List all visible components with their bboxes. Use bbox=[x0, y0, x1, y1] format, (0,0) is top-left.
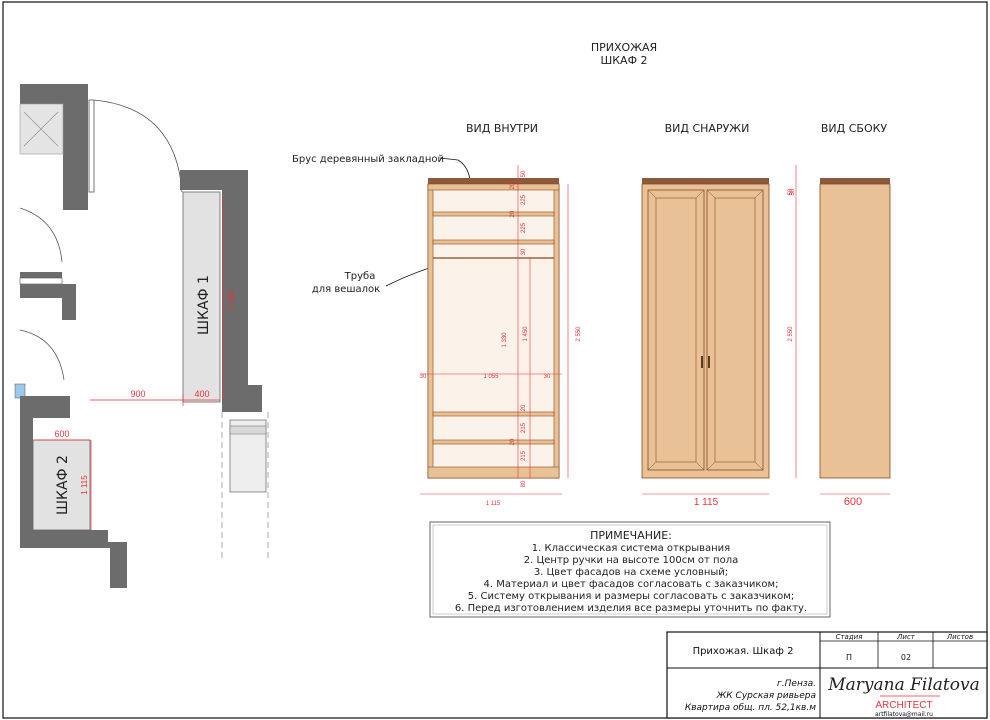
wardrobe-2-plan bbox=[32, 439, 91, 531]
inside-dim-1055: 1 055 bbox=[483, 374, 499, 380]
plan-dim-400: 400 bbox=[194, 389, 209, 399]
callout-beam: Брус деревянный закладной bbox=[292, 154, 444, 165]
stage-label: Стадия bbox=[836, 633, 863, 641]
side-beam bbox=[820, 178, 890, 184]
notes-box bbox=[429, 521, 831, 618]
inside-beam bbox=[428, 178, 559, 184]
view-outside-title: ВИД СНАРУЖИ bbox=[665, 122, 750, 135]
sheet-title-line1: ПРИХОЖАЯ bbox=[591, 41, 657, 54]
floor-plan: ШКАФ 1 2 200 ШКАФ 2 600 1 115 900 400 bbox=[14, 84, 269, 588]
inside-dim-b-80: 80 bbox=[521, 480, 527, 487]
shelf bbox=[432, 439, 555, 445]
wardrobe-2-label: ШКАФ 2 bbox=[55, 455, 71, 515]
plan-dim-1115: 1 115 bbox=[80, 475, 89, 495]
address-line1: г.Пенза. bbox=[777, 679, 816, 689]
sheet-label: Лист bbox=[896, 633, 916, 641]
door-leaf bbox=[88, 99, 95, 193]
side-panel bbox=[819, 183, 891, 479]
callout-beam-leader bbox=[439, 157, 471, 181]
plan-wall bbox=[20, 284, 76, 320]
inside-carcass bbox=[427, 183, 560, 479]
plan-dim-900: 900 bbox=[130, 389, 145, 399]
facade-left bbox=[647, 189, 705, 471]
wardrobe-1-label: ШКАФ 1 bbox=[196, 275, 212, 335]
note-3: 3. Цвет фасадов на схеме условный; bbox=[534, 567, 728, 578]
outside-dim-width: 1 115 bbox=[694, 497, 719, 508]
sheets-label: Листов bbox=[946, 633, 973, 641]
outside-dim-top-50: 50 bbox=[788, 188, 794, 195]
inside-dim-1450: 1 450 bbox=[523, 326, 529, 342]
shelf bbox=[432, 239, 555, 245]
inside-dim-right-30: 30 bbox=[544, 374, 551, 380]
wardrobe-1-plan bbox=[182, 191, 221, 403]
inside-dim-s1-20: 20 bbox=[510, 182, 516, 189]
plan-niche bbox=[19, 103, 64, 155]
outside-beam bbox=[642, 178, 769, 184]
inside-dim-b-20a: 20 bbox=[521, 404, 527, 411]
plan-wall bbox=[20, 396, 127, 588]
title-block: Прихожая. Шкаф 2 Стадия Лист Листов П 02… bbox=[666, 631, 988, 719]
inside-dim-2550: 2 550 bbox=[576, 326, 582, 342]
inside-dim-b-215b: 215 bbox=[521, 450, 527, 461]
note-1: 1. Классическая система открывания bbox=[532, 543, 730, 554]
plan-wall bbox=[222, 170, 262, 412]
plan-dim-2200: 2 200 bbox=[227, 289, 236, 310]
note-6: 6. Перед изготовлением изделия все разме… bbox=[455, 603, 807, 614]
view-inside-title: ВИД ВНУТРИ bbox=[466, 122, 538, 135]
author-signature: Maryana Filatova bbox=[827, 675, 980, 695]
plan-wall bbox=[20, 84, 88, 210]
notes-title: ПРИМЕЧАНИЕ: bbox=[590, 529, 672, 542]
address-line2: ЖК Сурская ривьера bbox=[716, 691, 816, 701]
side-view: 50 600 bbox=[790, 178, 891, 508]
sheet-title-line2: ШКАФ 2 bbox=[600, 54, 647, 67]
callout-rail-line2: для вешалок bbox=[312, 284, 380, 295]
inside-dim-s2-225: 225 bbox=[521, 222, 527, 233]
plan-fixture bbox=[14, 383, 26, 399]
inside-dim-width: 1 115 bbox=[486, 501, 501, 507]
stage-value: П bbox=[846, 653, 852, 662]
shelf bbox=[432, 211, 555, 217]
inside-view: 50 20 225 20 225 30 1 330 1 450 2 550 30… bbox=[420, 165, 582, 507]
outside-view: 50 2 550 1 115 bbox=[641, 165, 797, 508]
drawing-name: Прихожая. Шкаф 2 bbox=[693, 646, 794, 657]
plan-wall bbox=[180, 170, 222, 190]
address-line3: Квартира общ. пл. 52,1кв.м bbox=[685, 703, 816, 713]
inside-dim-top-50: 50 bbox=[521, 170, 527, 177]
shelf bbox=[432, 411, 555, 417]
inside-dim-s1-225: 225 bbox=[521, 194, 527, 205]
plinth bbox=[427, 466, 560, 479]
inside-dim-s2-20: 20 bbox=[510, 210, 516, 217]
side-dim-width: 600 bbox=[844, 496, 862, 508]
note-5: 5. Систему открывания и размеры согласов… bbox=[468, 591, 794, 602]
author-email: artfilatova@mail.ru bbox=[875, 711, 933, 718]
inside-dim-b-215a: 215 bbox=[521, 422, 527, 433]
inside-dim-left-30: 30 bbox=[420, 374, 427, 380]
door-handle-icon bbox=[708, 356, 710, 368]
note-2: 2. Центр ручки на высоте 100см от пола bbox=[524, 555, 738, 566]
side-dim-top-50: 50 bbox=[790, 188, 796, 195]
inside-dim-s3-30: 30 bbox=[521, 248, 527, 255]
door-swing bbox=[93, 99, 183, 193]
note-4: 4. Материал и цвет фасадов согласовать с… bbox=[484, 579, 779, 590]
inside-dim-1330: 1 330 bbox=[502, 332, 508, 348]
plan-dim-600: 600 bbox=[54, 429, 69, 439]
door-handle-icon bbox=[701, 356, 703, 368]
callout-rail-line1: Труба bbox=[344, 271, 376, 282]
view-side-title: ВИД СБОКУ bbox=[821, 122, 888, 135]
sheet-value: 02 bbox=[901, 653, 911, 662]
author-role: ARCHITECT bbox=[875, 700, 932, 711]
outside-dim-2550: 2 550 bbox=[788, 326, 794, 342]
inside-dim-b-20b: 20 bbox=[510, 438, 516, 445]
facade-right bbox=[706, 189, 764, 471]
